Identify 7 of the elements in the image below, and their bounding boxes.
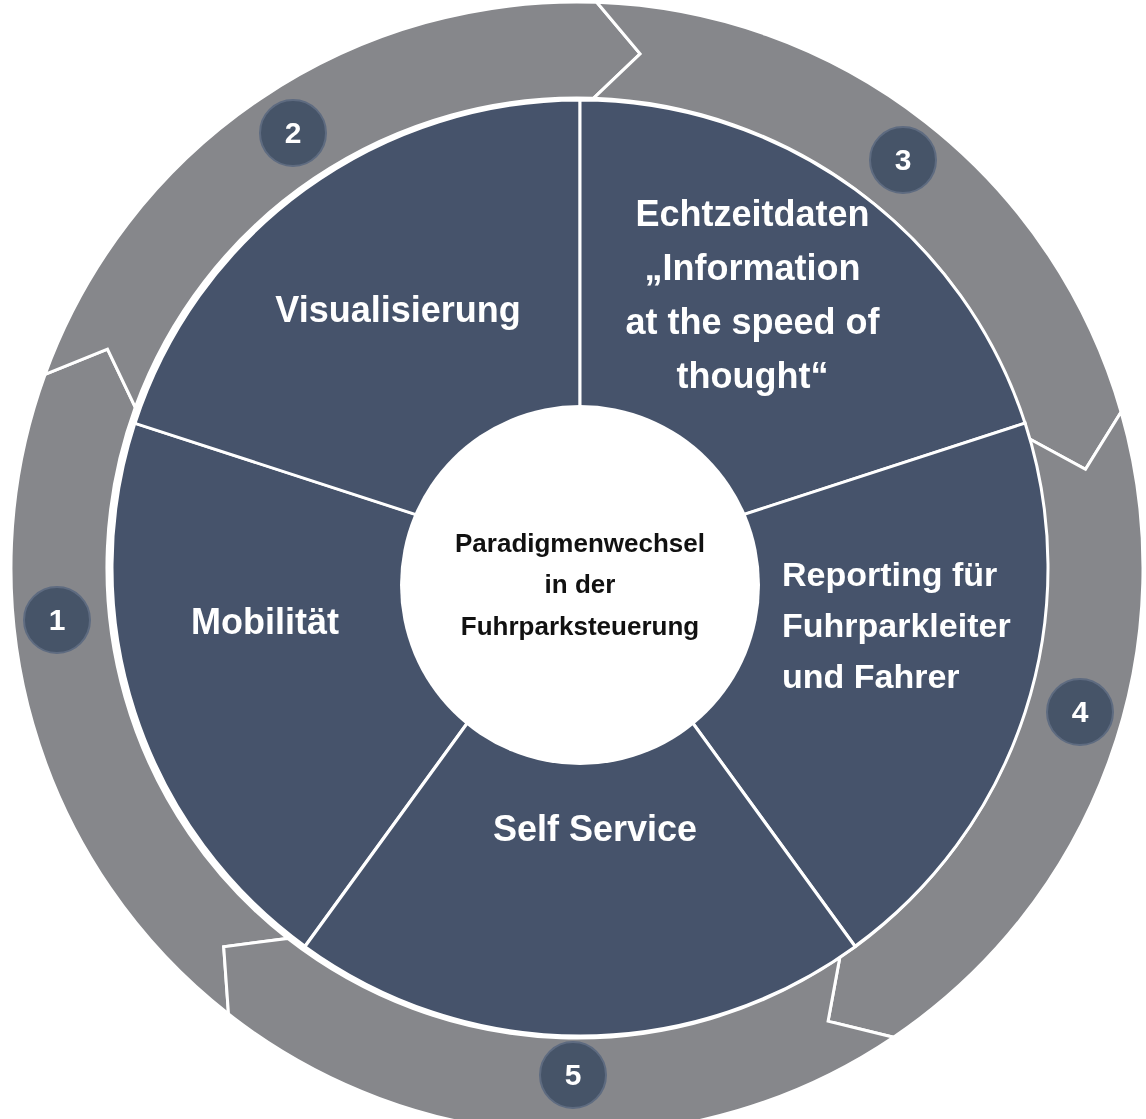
- segment-label: Self Service: [491, 807, 699, 851]
- segment-label: Visualisierung: [274, 288, 522, 332]
- segment-label: Reporting für Fuhrparkleiter und Fahrer: [782, 554, 1012, 697]
- segment-label: Echtzeitdaten: [634, 192, 871, 236]
- segment-label: Mobilität: [190, 600, 340, 644]
- segment-label: „Information at the speed of thought“: [625, 246, 880, 398]
- center-label: Paradigmenwechsel in der Fuhrparksteuerung: [454, 526, 706, 643]
